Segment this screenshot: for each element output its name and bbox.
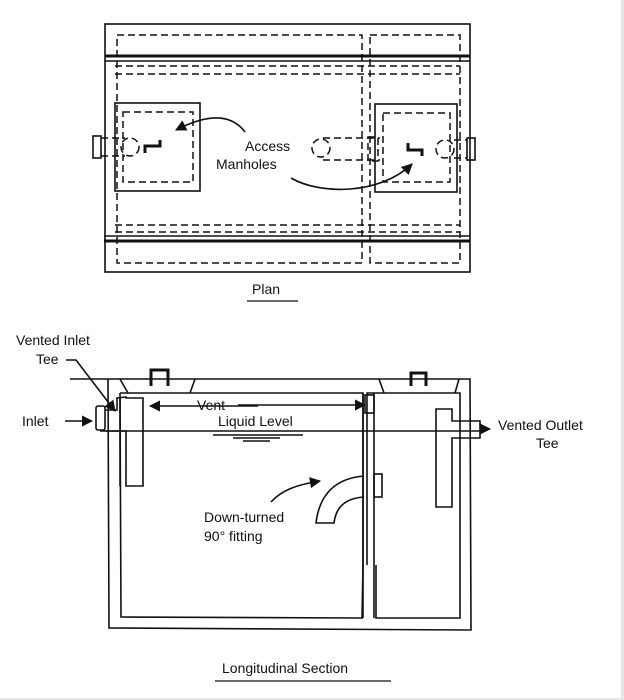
outlet-pipe-circle bbox=[435, 139, 455, 159]
fitting-label-line1: Down-turned bbox=[204, 509, 284, 525]
plan-compartment-2-hidden bbox=[369, 34, 461, 264]
fitting-label-line2: 90° fitting bbox=[204, 528, 263, 544]
vented-outlet-tee-label-line2: Tee bbox=[536, 435, 559, 451]
inlet-pipe-circle bbox=[120, 137, 140, 157]
outlet-stub bbox=[466, 137, 476, 161]
inlet-stub bbox=[92, 135, 102, 159]
vented-outlet-tee-label-line1: Vented Outlet bbox=[498, 417, 583, 433]
vent-port bbox=[364, 394, 375, 414]
vented-inlet-tee bbox=[95, 396, 144, 487]
plan-compartment-1-hidden bbox=[116, 34, 363, 264]
right-manhole-arrow bbox=[290, 163, 413, 191]
plan-transfer-pipe bbox=[311, 136, 380, 162]
down-turned-90-fitting bbox=[315, 473, 383, 524]
inlet-tee-symbol bbox=[143, 140, 162, 153]
outlet-tee-symbol bbox=[406, 143, 424, 156]
vent-label: Vent bbox=[197, 397, 225, 413]
bottom-border bbox=[0, 698, 624, 700]
vented-outlet-tee bbox=[435, 408, 492, 508]
liquid-level-label: Liquid Level bbox=[218, 413, 293, 429]
longitudinal-section: Vented Inlet Tee Inlet Vent Liquid Level… bbox=[16, 332, 583, 682]
section-caption: Longitudinal Section bbox=[222, 660, 348, 676]
plan-right-manhole bbox=[374, 103, 476, 193]
vented-inlet-tee-label-line1: Vented Inlet bbox=[16, 332, 90, 348]
left-manhole-handle bbox=[149, 368, 170, 386]
access-manholes-label-line2: Manholes bbox=[216, 156, 277, 172]
right-manhole-handle bbox=[409, 371, 428, 386]
left-manhole-arrow bbox=[175, 117, 246, 133]
vented-inlet-tee-label-line2: Tee bbox=[36, 351, 59, 367]
plan-top-band bbox=[105, 54, 470, 62]
plan-caption: Plan bbox=[252, 281, 280, 297]
liquid-level-symbol bbox=[213, 434, 303, 442]
plan-view: Access Manholes Plan bbox=[92, 23, 476, 302]
inlet-pipe-stub bbox=[95, 405, 106, 431]
plan-left-manhole bbox=[92, 102, 201, 192]
inlet-label: Inlet bbox=[22, 413, 49, 429]
plan-outer-outline bbox=[104, 23, 471, 273]
access-manholes-label-line1: Access bbox=[245, 138, 290, 154]
vented-inlet-tee-leader bbox=[66, 359, 116, 412]
plan-bottom-band bbox=[104, 235, 470, 243]
tank-outer-wall bbox=[107, 378, 472, 631]
fitting-arrow bbox=[270, 477, 322, 503]
right-border bbox=[621, 0, 624, 700]
